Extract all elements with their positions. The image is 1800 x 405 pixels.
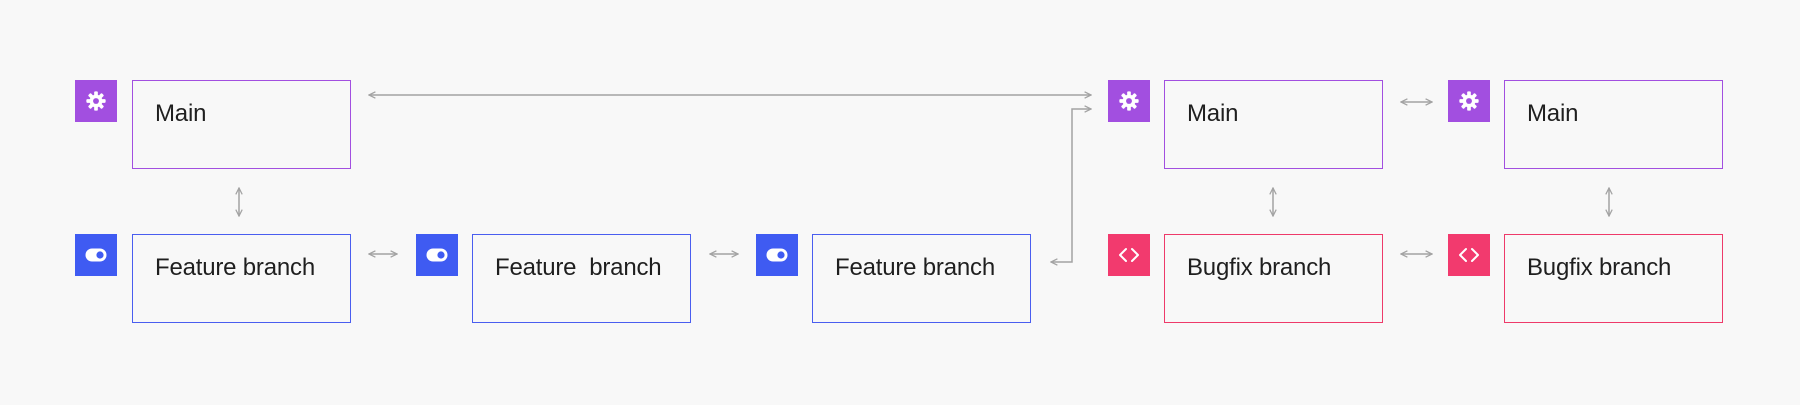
code-brackets-icon — [1448, 234, 1490, 276]
node-label: Main — [155, 100, 207, 127]
node-feature-3: Feature branch — [812, 234, 1031, 323]
node-feature-1: Feature branch — [132, 234, 351, 323]
node-label: Feature branch — [495, 254, 662, 281]
toggle-icon — [75, 234, 117, 276]
node-label: Main — [1527, 100, 1579, 127]
node-label: Bugfix branch — [1187, 254, 1332, 281]
node-main-2: Main — [1164, 80, 1383, 169]
gear-icon — [75, 80, 117, 122]
node-main-3: Main — [1504, 80, 1723, 169]
node-label: Main — [1187, 100, 1239, 127]
gear-icon — [1108, 80, 1150, 122]
node-main-1: Main — [132, 80, 351, 169]
node-feature-2: Feature branch — [472, 234, 691, 323]
node-label: Feature branch — [155, 254, 315, 281]
node-bugfix-2: Bugfix branch — [1504, 234, 1723, 323]
node-label: Bugfix branch — [1527, 254, 1672, 281]
node-label: Feature branch — [835, 254, 995, 281]
code-brackets-icon — [1108, 234, 1150, 276]
node-bugfix-1: Bugfix branch — [1164, 234, 1383, 323]
toggle-icon — [756, 234, 798, 276]
edge-feature-3-main-2 — [1051, 109, 1091, 262]
toggle-icon — [416, 234, 458, 276]
gear-icon — [1448, 80, 1490, 122]
